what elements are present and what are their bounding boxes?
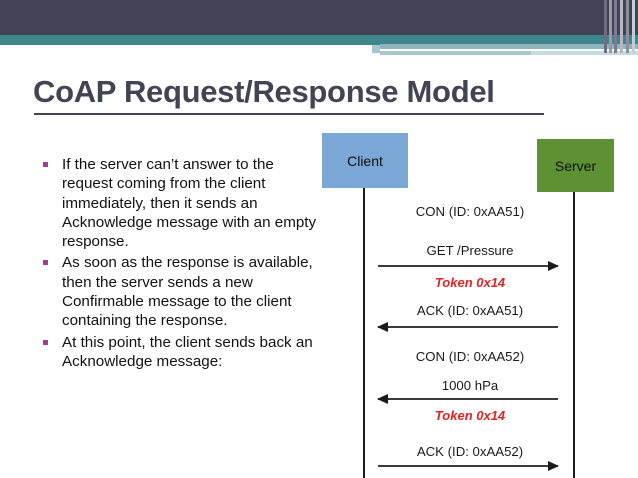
header-accent-bar-3 — [531, 51, 638, 55]
list-item: At this point, the client sends back an … — [36, 333, 321, 372]
arrow-head-icon — [377, 322, 388, 332]
arrow-shaft — [378, 465, 558, 467]
arrow-shaft — [378, 326, 558, 328]
list-item: If the server can’t answer to the reques… — [36, 155, 321, 251]
header-vstripe-1 — [604, 0, 607, 53]
arrow-head-icon — [377, 394, 388, 404]
list-item: As soon as the response is available, th… — [36, 253, 321, 330]
message-label-token-2: Token 0x14 — [434, 408, 506, 423]
client-node-label: Client — [347, 152, 383, 169]
arrow-head-icon — [548, 461, 559, 471]
bullet-marker-icon — [43, 260, 48, 266]
header-accent-bar-2 — [380, 51, 531, 55]
bullet-list: If the server can’t answer to the reques… — [36, 155, 321, 373]
bullet-marker-icon — [43, 339, 48, 345]
message-arrow-request-1 — [378, 261, 559, 271]
header-vstripe-6 — [632, 0, 635, 53]
message-arrow-ack-2 — [378, 461, 559, 471]
message-label-ack-aa52: ACK (ID: 0xAA52) — [416, 444, 524, 459]
header-teal-band — [0, 35, 638, 45]
message-arrow-ack-1 — [377, 322, 558, 332]
header-vstripe-3 — [614, 0, 617, 53]
page-title: CoAP Request/Response Model — [33, 74, 495, 109]
message-label-get-pressure: GET /Pressure — [426, 243, 514, 258]
message-label-ack-aa51: ACK (ID: 0xAA51) — [416, 303, 524, 318]
server-node-box: Server — [537, 139, 614, 192]
header-vstripe-5 — [626, 0, 629, 53]
header-vstripe-2 — [609, 0, 612, 53]
bullet-marker-icon — [43, 162, 48, 167]
arrow-shaft — [378, 265, 558, 267]
bullet-text: If the server can’t answer to the reques… — [62, 156, 317, 251]
header-vstripe-4 — [620, 0, 623, 53]
message-label-token-1: Token 0x14 — [434, 275, 506, 290]
title-underline — [34, 113, 544, 115]
message-label-con-aa51: CON (ID: 0xAA51) — [415, 204, 525, 219]
arrow-head-icon — [548, 261, 559, 271]
bullet-text: As soon as the response is available, th… — [62, 254, 313, 330]
client-lifeline — [363, 188, 365, 478]
message-label-con-aa52: CON (ID: 0xAA52) — [415, 349, 525, 364]
bullet-text: At this point, the client sends back an … — [62, 333, 313, 370]
server-lifeline — [573, 192, 575, 478]
header-white-divider — [380, 49, 638, 51]
message-label-payload: 1000 hPa — [441, 378, 499, 393]
message-arrow-response — [377, 394, 558, 404]
header-navy-band — [0, 0, 638, 35]
client-node-box: Client — [322, 133, 408, 188]
arrow-shaft — [378, 398, 558, 400]
header-white-notch — [0, 45, 372, 55]
header-accent-bar-1 — [380, 44, 638, 49]
server-node-label: Server — [554, 157, 597, 174]
